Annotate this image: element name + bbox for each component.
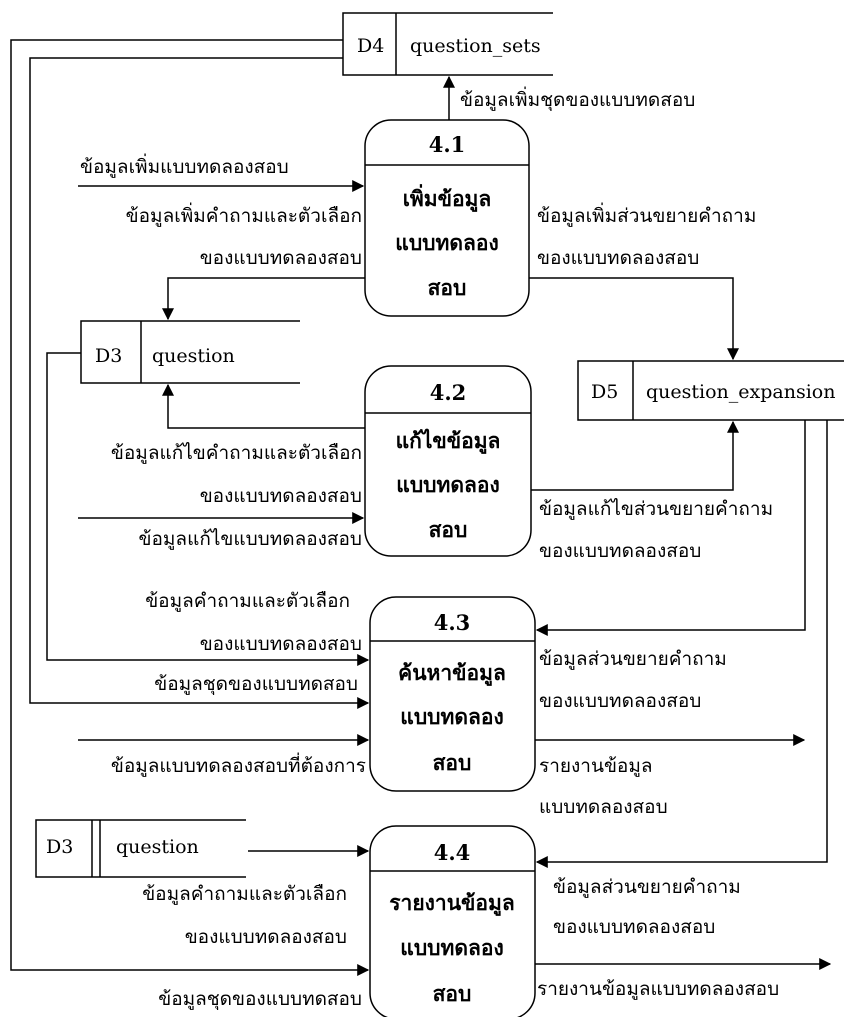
label-edit-expansion-2: ของแบบทดลองสอบ: [539, 540, 701, 562]
store-d4-name: question_sets: [410, 35, 541, 57]
label-report-expansion-2: ของแบบทดลองสอบ: [553, 916, 715, 938]
process-4-1-line2: แบบทดลอง: [395, 230, 498, 255]
label-search-set: ข้อมูลชุดของแบบทดสอบ: [154, 673, 358, 696]
label-add-expansion-1: ข้อมูลเพิ่มส่วนขยายคำถาม: [537, 202, 756, 227]
store-d5-name: question_expansion: [646, 381, 835, 403]
process-4-3-line2: แบบทดลอง: [400, 704, 503, 729]
flow-search-question-arrow: [46, 352, 370, 666]
label-edit-expansion-1: ข้อมูลแก้ไขส่วนขยายคำถาม: [539, 498, 773, 520]
process-4-3: [369, 596, 536, 792]
store-d3-top-name: question: [152, 345, 235, 367]
data-store-d4: [342, 12, 553, 76]
process-4-1-line3: สอบ: [428, 275, 467, 300]
label-report-expansion-1: ข้อมูลส่วนขยายคำถาม: [553, 876, 741, 898]
flow-search-expansion-arrow: [535, 420, 806, 636]
process-4-3-line3: สอบ: [433, 750, 472, 775]
process-4-4-number: 4.4: [434, 840, 471, 865]
label-edit-test: ข้อมูลแก้ไขแบบทดลองสอบ: [139, 528, 363, 550]
label-search-report-1: รายงานข้อมูล: [539, 755, 653, 777]
label-search-expansion-1: ข้อมูลส่วนขยายคำถาม: [539, 648, 727, 670]
label-add-set: ข้อมูลเพิ่มชุดของแบบทดสอบ: [460, 86, 695, 112]
process-4-2: [364, 365, 532, 557]
process-4-4-line1: รายงานข้อมูล: [389, 890, 514, 917]
process-4-4-line3: สอบ: [433, 981, 472, 1006]
process-4-4: [369, 825, 536, 1017]
process-4-1-number: 4.1: [429, 132, 466, 157]
label-add-question-1: ข้อมูลเพิ่มคำถามและตัวเลือก: [126, 202, 362, 227]
label-add-expansion-2: ของแบบทดลองสอบ: [537, 247, 699, 269]
store-d3-bottom-name: question: [116, 836, 199, 858]
flow-report-expansion-arrow: [535, 420, 828, 868]
process-4-2-line1: แก้ไขข้อมูล: [396, 428, 501, 455]
data-store-d5: [577, 360, 844, 421]
flow-search-set-arrow: [29, 57, 370, 709]
flow-report-set-arrow: [10, 39, 370, 976]
label-add-test: ข้อมูลเพิ่มแบบทดลองสอบ: [80, 153, 289, 178]
process-4-3-number: 4.3: [434, 610, 471, 635]
data-store-d3-top: [80, 320, 300, 384]
process-4-3-line1: ค้นหาข้อมูล: [398, 660, 506, 687]
flow-add-question-arrow: [162, 277, 365, 321]
store-d3-top-id: D3: [95, 345, 122, 367]
store-d4-id: D4: [357, 35, 384, 57]
process-4-1-line1: เพิ่มข้อมูล: [403, 183, 492, 213]
label-search-question-1: ข้อมูลคำถามและตัวเลือก: [145, 590, 350, 612]
process-4-4-line2: แบบทดลอง: [400, 935, 503, 960]
label-search-report-2: แบบทดลองสอบ: [539, 796, 668, 818]
flow-edit-expansion-arrow: [531, 420, 739, 491]
data-store-d3-bottom: [35, 819, 246, 878]
label-report-question-2: ของแบบทดลองสอบ: [185, 926, 347, 948]
label-search-expansion-2: ของแบบทดลองสอบ: [539, 690, 701, 712]
label-edit-question-2: ของแบบทดลองสอบ: [200, 485, 362, 507]
process-4-2-number: 4.2: [430, 380, 467, 405]
flow-edit-question-arrow: [162, 383, 365, 429]
process-4-2-line3: สอบ: [429, 517, 468, 542]
label-report-out: รายงานข้อมูลแบบทดลองสอบ: [537, 978, 779, 1000]
store-d5-id: D5: [591, 381, 618, 403]
label-edit-question-1: ข้อมูลแก้ไขคำถามและตัวเลือก: [111, 442, 362, 464]
flow-add-expansion-arrow: [529, 277, 739, 361]
label-search-want: ข้อมูลแบบทดลองสอบที่ต้องการ: [111, 752, 366, 777]
store-d3-bottom-id: D3: [46, 836, 73, 858]
label-report-set: ข้อมูลชุดของแบบทดสอบ: [158, 988, 362, 1011]
label-report-question-1: ข้อมูลคำถามและตัวเลือก: [142, 883, 347, 905]
label-search-question-2: ของแบบทดลองสอบ: [200, 633, 362, 655]
label-add-question-2: ของแบบทดลองสอบ: [200, 247, 362, 269]
process-4-2-line2: แบบทดลอง: [396, 472, 499, 497]
process-4-1: [364, 119, 530, 317]
